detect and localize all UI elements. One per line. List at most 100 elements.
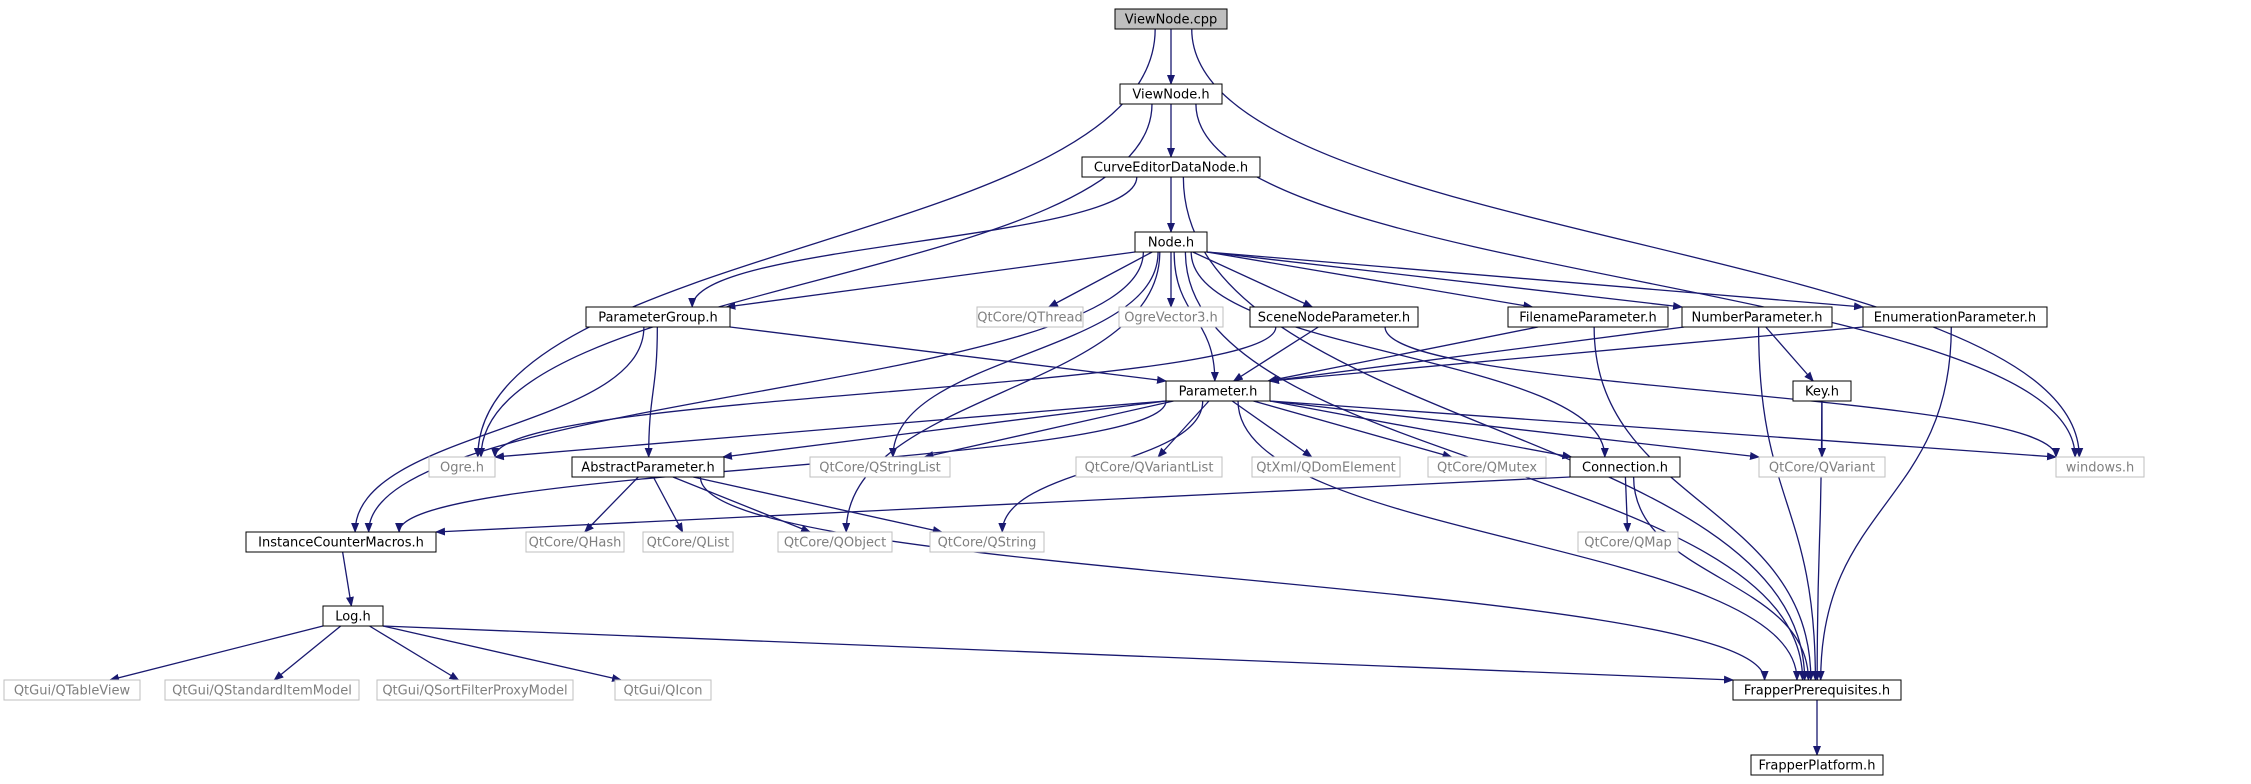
- node-box: [1750, 754, 1884, 776]
- node-box: [1507, 306, 1669, 328]
- node-qstringlist[interactable]: QtCore/QStringList: [809, 456, 951, 478]
- node-box: [1249, 306, 1419, 328]
- node-box: [164, 679, 360, 701]
- node-frapperplatform-h[interactable]: FrapperPlatform.h: [1750, 754, 1884, 776]
- node-connection-h[interactable]: Connection.h: [1569, 456, 1681, 478]
- node-curveeditor-h[interactable]: CurveEditorDataNode.h: [1081, 156, 1261, 178]
- node-abstractparam-h[interactable]: AbstractParameter.h: [571, 456, 725, 478]
- node-qhash[interactable]: QtCore/QHash: [525, 531, 625, 553]
- node-scenenodeparam-h[interactable]: SceneNodeParameter.h: [1249, 306, 1419, 328]
- node-qmutex[interactable]: QtCore/QMutex: [1427, 456, 1547, 478]
- node-label: QtCore/QMap: [1584, 536, 1671, 551]
- edge-node_h-to-qthread: [1047, 251, 1153, 308]
- node-qmap[interactable]: QtCore/QMap: [1577, 531, 1679, 553]
- node-qvariantlist[interactable]: QtCore/QVariantList: [1075, 456, 1223, 478]
- node-numberparam-h[interactable]: NumberParameter.h: [1681, 306, 1833, 328]
- node-qsortfilter[interactable]: QtGui/QSortFilterProxyModel: [376, 679, 574, 701]
- node-box: [571, 456, 725, 478]
- node-label: InstanceCounterMacros.h: [258, 536, 424, 551]
- edge-node_h-to-qobject: [842, 251, 1161, 533]
- edge-filenameparam_h-to-frapperprereq_h: [1593, 326, 1815, 681]
- edge-node_h-to-filenameparam_h: [1206, 251, 1534, 310]
- edge-numberparam_h-to-key_h: [1765, 326, 1814, 382]
- edge-parameter_h-to-qstringlist: [923, 400, 1174, 459]
- node-box: [585, 306, 731, 328]
- node-label: SceneNodeParameter.h: [1258, 311, 1410, 326]
- node-qdomelement[interactable]: QtXml/QDomElement: [1251, 456, 1401, 478]
- edge-abstractparam_h-to-qobject: [672, 476, 811, 533]
- node-label: FilenameParameter.h: [1519, 311, 1656, 326]
- node-box: [428, 456, 496, 478]
- edge-node_h-to-instancecounter_h: [364, 251, 1144, 533]
- node-box: [809, 456, 951, 478]
- edge-abstractparam_h-to-qhash: [584, 476, 639, 533]
- node-qstandarditemmodel[interactable]: QtGui/QStandardItemModel: [164, 679, 360, 701]
- node-box: [642, 531, 734, 553]
- edge-parameter_h-to-instancecounter_h: [395, 400, 1167, 533]
- edge-log_h-to-frapperprereq_h: [382, 625, 1734, 684]
- edge-abstractparam_h-to-qlist: [652, 476, 684, 533]
- node-frapperprereq-h[interactable]: FrapperPrerequisites.h: [1732, 679, 1902, 701]
- node-node-h[interactable]: Node.h: [1134, 231, 1208, 253]
- node-ogrevector3[interactable]: OgreVector3.h: [1118, 306, 1224, 328]
- node-enumparam-h[interactable]: EnumerationParameter.h: [1862, 306, 2048, 328]
- node-qlist[interactable]: QtCore/QList: [642, 531, 734, 553]
- node-box: [1577, 531, 1679, 553]
- node-paramgroup-h[interactable]: ParameterGroup.h: [585, 306, 731, 328]
- edge-scenenodeparam_h-to-ogre_h: [491, 326, 1277, 458]
- edge-numberparam_h-to-frapperprereq_h: [1757, 326, 1820, 681]
- node-instancecounter-h[interactable]: InstanceCounterMacros.h: [245, 531, 437, 553]
- node-qobject[interactable]: QtCore/QObject: [777, 531, 893, 553]
- edge-viewnode_h-to-ogre_h: [477, 103, 1153, 458]
- node-parameter-h[interactable]: Parameter.h: [1165, 380, 1271, 402]
- node-label: QtCore/QThread: [977, 311, 1083, 326]
- edge-parameter_h-to-frapperprereq_h: [1237, 400, 1801, 681]
- node-label: QtXml/QDomElement: [1256, 461, 1396, 476]
- edge-filenameparam_h-to-parameter_h: [1267, 326, 1539, 384]
- node-label: QtGui/QIcon: [623, 684, 702, 699]
- node-label: OgreVector3.h: [1124, 311, 1218, 326]
- edges-layer: [109, 28, 2084, 756]
- node-qtableview[interactable]: QtGui/QTableView: [3, 679, 141, 701]
- node-label: QtGui/QTableView: [14, 684, 131, 699]
- node-ogre-h[interactable]: Ogre.h: [428, 456, 496, 478]
- node-qvariant[interactable]: QtCore/QVariant: [1758, 456, 1886, 478]
- node-log-h[interactable]: Log.h: [322, 605, 384, 627]
- node-label: QtCore/QObject: [784, 536, 886, 551]
- node-label: Connection.h: [1582, 461, 1668, 476]
- edge-parameter_h-to-qvariant: [1269, 400, 1760, 460]
- node-box: [1569, 456, 1681, 478]
- node-filenameparam-h[interactable]: FilenameParameter.h: [1507, 306, 1669, 328]
- node-label: FrapperPrerequisites.h: [1744, 684, 1890, 699]
- node-label: QtGui/QStandardItemModel: [172, 684, 352, 699]
- node-box: [976, 306, 1084, 328]
- edge-paramgroup_h-to-parameter_h: [729, 326, 1167, 384]
- node-box: [777, 531, 893, 553]
- edge-paramgroup_h-to-abstractparam_h: [644, 326, 658, 458]
- edge-node_h-to-enumparam_h: [1206, 251, 1864, 311]
- node-box: [1758, 456, 1886, 478]
- node-qicon[interactable]: QtGui/QIcon: [614, 679, 712, 701]
- edge-node_h-to-scenenodeparam_h: [1192, 251, 1314, 308]
- node-box: [1251, 456, 1401, 478]
- node-key-h[interactable]: Key.h: [1792, 380, 1852, 402]
- edge-log_h-to-qicon: [382, 625, 623, 682]
- node-viewnode-h[interactable]: ViewNode.h: [1119, 83, 1223, 105]
- node-label: Key.h: [1805, 385, 1839, 400]
- node-windows-h[interactable]: windows.h: [2055, 456, 2145, 478]
- node-qthread[interactable]: QtCore/QThread: [976, 306, 1084, 328]
- node-label: Node.h: [1148, 236, 1194, 251]
- node-qstring[interactable]: QtCore/QString: [929, 531, 1045, 553]
- node-label: AbstractParameter.h: [581, 461, 714, 476]
- edge-enumparam_h-to-parameter_h: [1269, 326, 1864, 385]
- edge-enumparam_h-to-frapperprereq_h: [1816, 326, 1952, 681]
- node-label: QtCore/QVariantList: [1085, 461, 1214, 476]
- edge-scenenodeparam_h-to-windows_h: [1384, 326, 2060, 458]
- node-label: windows.h: [2066, 461, 2134, 476]
- node-viewnode-cpp[interactable]: ViewNode.cpp: [1114, 8, 1228, 30]
- node-box: [245, 531, 437, 553]
- edge-abstractparam_h-to-qstring: [693, 476, 943, 534]
- nodes-layer: ViewNode.cppViewNode.hCurveEditorDataNod…: [3, 8, 2145, 776]
- edge-node_h-to-qstringlist: [888, 251, 1159, 458]
- node-box: [3, 679, 141, 701]
